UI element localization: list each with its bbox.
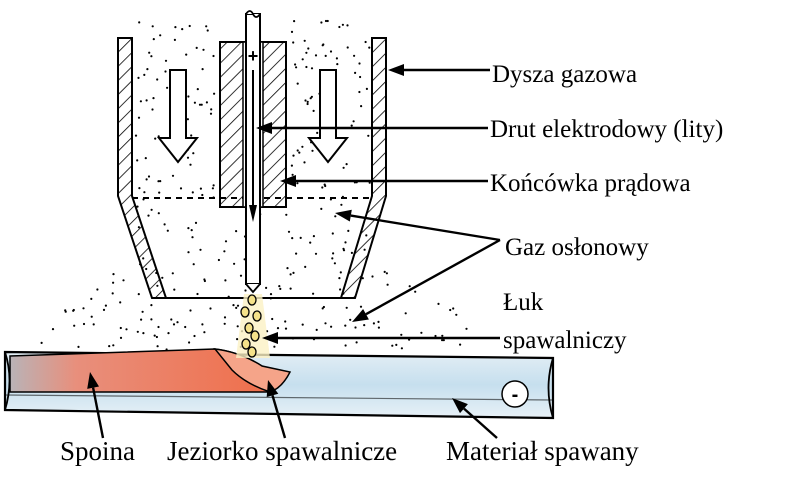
metal-droplet	[240, 306, 250, 318]
gas-flow-arrow-right	[306, 69, 350, 164]
metal-droplet	[247, 346, 257, 358]
leader-weld	[87, 372, 105, 439]
electrode-wire	[245, 10, 261, 294]
metal-droplet	[252, 310, 262, 322]
metal-droplet	[247, 294, 257, 306]
gas-flow-arrow-left	[156, 69, 200, 164]
metal-droplet	[241, 338, 251, 350]
label-gas-nozzle: Dysza gazowa	[492, 61, 638, 88]
gas-nozzle-right-wall	[339, 37, 387, 299]
metal-droplets	[240, 294, 262, 358]
leader-shielding-gas-inner	[335, 209, 501, 242]
metal-droplet	[244, 322, 254, 334]
label-leader-lines	[87, 64, 501, 439]
leader-gas-nozzle	[388, 64, 490, 76]
workpiece-polarity-circle	[501, 380, 529, 408]
label-electrode-wire: Drut elektrodowy (lity)	[490, 116, 724, 143]
label-weld-pool: Jeziorko spawalnicze	[167, 436, 398, 466]
leader-arc	[262, 332, 500, 344]
label-arc-line2: spawalniczy	[503, 327, 627, 354]
label-arc-line1: Łuk	[503, 289, 544, 316]
leader-base-material	[452, 398, 498, 439]
leader-shielding-gas-outer	[352, 238, 501, 322]
leader-contact-tip	[280, 175, 488, 187]
label-weld: Spoina	[60, 436, 136, 466]
metal-droplet	[250, 330, 260, 342]
label-shielding-gas: Gaz osłonowy	[505, 234, 649, 261]
gas-nozzle-left-wall	[117, 37, 168, 299]
shielding-gas-particles	[40, 19, 468, 351]
leader-weld-pool	[266, 380, 287, 439]
label-base-material: Materiał spawany	[446, 436, 639, 466]
label-contact-tip: Końcówka prądowa	[490, 170, 691, 197]
leader-electrode-wire	[256, 122, 488, 134]
wire-polarity-sign: +	[248, 46, 259, 66]
workpiece-polarity-sign: -	[512, 384, 519, 406]
